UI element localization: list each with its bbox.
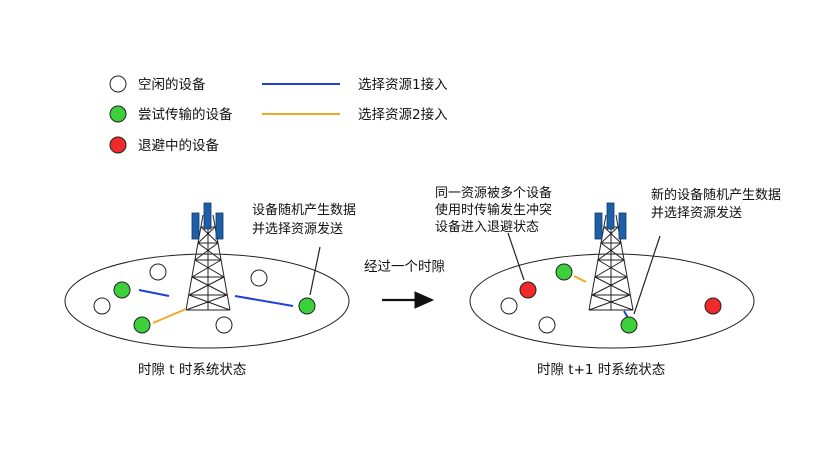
collision-annotation-pointer xyxy=(507,232,525,281)
right-caption: 时隙 t+1 时系统状态 xyxy=(537,362,665,378)
left-base-station-icon xyxy=(185,202,231,311)
backoff-device-legend-icon xyxy=(109,136,127,154)
right-resource2-link xyxy=(573,275,587,283)
left-panel: 设备随机产生数据 并选择资源发送 时隙 t 时系统状态 xyxy=(64,202,356,378)
idle-device-legend-icon xyxy=(109,75,127,93)
device-backoff xyxy=(704,297,722,315)
legend-idle-label: 空闲的设备 xyxy=(138,76,206,93)
left-resource2-link xyxy=(152,308,187,324)
device-idle xyxy=(538,316,556,334)
collision-annotation-line3: 设备进入退避状态 xyxy=(435,219,539,235)
legend-backoff-label: 退避中的设备 xyxy=(138,137,219,154)
left-annotation-pointer xyxy=(309,246,321,296)
new-device-annotation-pointer xyxy=(633,235,661,315)
trying-device-legend-icon xyxy=(109,105,127,123)
device-trying xyxy=(133,316,151,334)
collision-annotation-line2: 使用时传输发生冲突 xyxy=(435,202,552,218)
device-trying xyxy=(620,316,638,334)
device-trying xyxy=(298,297,316,315)
legend: 空闲的设备 尝试传输的设备 退避中的设备 选择资源1接入 选择资源2接入 xyxy=(109,75,448,154)
left-resource1-link-a xyxy=(138,289,170,297)
device-idle xyxy=(93,297,111,315)
device-idle xyxy=(500,297,518,315)
device-idle xyxy=(250,269,268,287)
left-annotation-line2: 并选择资源发送 xyxy=(252,221,343,237)
left-caption: 时隙 t 时系统状态 xyxy=(138,362,246,378)
right-panel: 同一资源被多个设备 使用时传输发生冲突 设备进入退避状态 新的设备随机产生数据 … xyxy=(435,185,781,378)
right-base-station-icon xyxy=(588,202,634,311)
legend-resource1-label: 选择资源1接入 xyxy=(358,76,448,93)
new-device-annotation-line1: 新的设备随机产生数据 xyxy=(651,187,781,203)
legend-trying-label: 尝试传输的设备 xyxy=(138,106,233,123)
left-resource1-link-b xyxy=(234,295,294,307)
transition: 经过一个时隙 xyxy=(364,259,445,309)
transition-label: 经过一个时隙 xyxy=(364,259,445,275)
device-idle xyxy=(149,263,167,281)
device-trying xyxy=(113,281,131,299)
left-cell-ellipse xyxy=(64,253,350,349)
legend-resource2-label: 选择资源2接入 xyxy=(358,106,448,123)
new-device-annotation-line2: 并选择资源发送 xyxy=(651,205,742,221)
collision-annotation-line1: 同一资源被多个设备 xyxy=(435,185,552,201)
device-trying xyxy=(555,263,573,281)
right-cell-ellipse xyxy=(469,253,755,349)
device-backoff xyxy=(519,281,537,299)
device-idle xyxy=(215,316,233,334)
left-annotation-line1: 设备随机产生数据 xyxy=(252,202,356,218)
